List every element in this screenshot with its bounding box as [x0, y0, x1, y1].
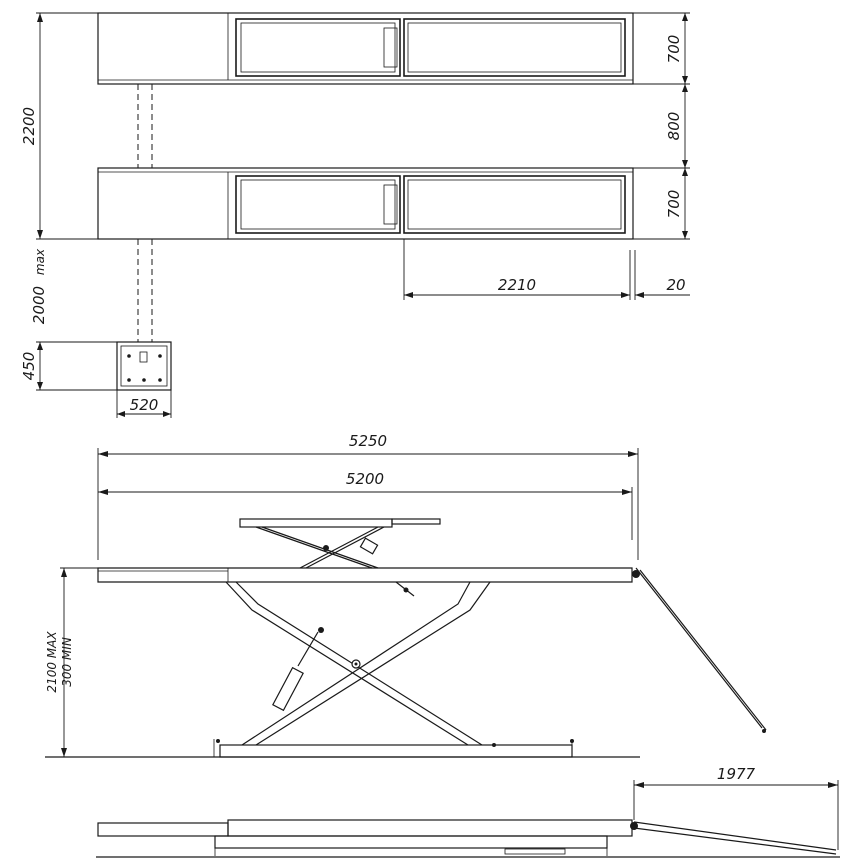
upper-jack-platform — [239, 518, 441, 569]
dim-2210-20: 2210 20 — [403, 239, 690, 300]
dim-300-label: 300 — [60, 664, 74, 687]
dim-2100-label: 2100 — [45, 662, 59, 693]
dim-min-label: MIN — [60, 637, 74, 660]
lowered-platform — [97, 822, 229, 837]
dim-2210-label: 2210 — [498, 276, 536, 294]
dim-450-label: 450 — [20, 352, 38, 381]
dim-5250-label: 5250 — [349, 432, 387, 450]
dim-5200-label: 5200 — [346, 470, 384, 488]
dim-2000-label: 2000 — [30, 286, 48, 324]
dim-2200: 2200 — [20, 12, 98, 240]
dim-700-top-label: 700 — [665, 35, 683, 64]
dim-800-label: 800 — [665, 112, 683, 141]
dim-20-label: 20 — [666, 276, 685, 294]
lowered-base — [214, 835, 608, 849]
dim-520: 520 — [116, 390, 172, 418]
dim-height: 2100 MAX 300 MIN — [45, 567, 98, 757]
main-platform — [97, 567, 640, 583]
main-scissor-arms — [225, 581, 491, 746]
main-cylinder — [272, 631, 319, 712]
hydraulic-hoses — [137, 84, 153, 342]
side-view-lowered: 1977 — [96, 765, 840, 858]
dim-5200: 5200 — [98, 470, 633, 540]
lowered-ramp — [633, 821, 837, 851]
dim-520-label: 520 — [130, 396, 159, 414]
dim-max-label: max — [33, 248, 47, 275]
dim-2000-max: 2000 max — [30, 248, 48, 324]
dim-max-label-side: MAX — [45, 631, 59, 659]
side-view-raised: 5250 5200 — [45, 432, 767, 758]
top-view: 2200 2000 max 450 520 — [20, 12, 690, 418]
svg-text:2100 MAX: 2100 MAX — [45, 631, 59, 693]
drive-on-ramp — [635, 567, 767, 733]
dim-700-bottom-label: 700 — [665, 190, 683, 219]
lowered-main-deck — [227, 819, 633, 837]
base-frame — [213, 739, 574, 758]
dim-2200-label: 2200 — [20, 107, 38, 145]
dim-right-stack: 700 800 700 — [633, 12, 690, 240]
svg-text:300 MIN: 300 MIN — [60, 637, 74, 687]
dim-450: 450 — [20, 341, 117, 391]
dim-1977-label: 1977 — [717, 765, 756, 783]
dim-5250: 5250 — [97, 432, 639, 560]
lower-platform — [97, 167, 634, 240]
upper-platform — [97, 12, 634, 85]
dim-1977: 1977 — [633, 765, 839, 850]
control-unit — [116, 341, 172, 391]
